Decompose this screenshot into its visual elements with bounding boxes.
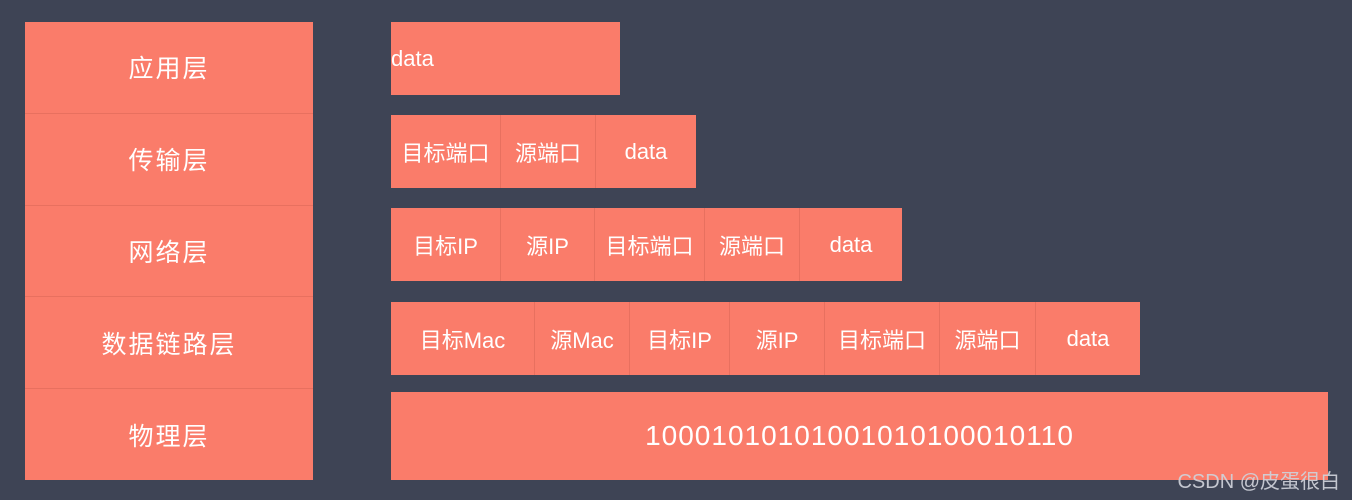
pdu-cell: data [391,22,434,95]
layer-label: 数据链路层 [101,330,237,359]
pdu-cell: 目标端口 [595,208,705,281]
pdu-cell: 源Mac [535,302,630,375]
pdu-cell-label: data [1066,325,1110,351]
pdu-cell: 目标端口 [825,302,940,375]
pdu-row-physical: 10001010101001010100010110 [391,392,1328,480]
pdu-cell-label: 源端口 [718,233,785,259]
pdu-cell: 源端口 [705,208,800,281]
pdu-cell-label: 源IP [526,233,569,259]
pdu-cell: 源端口 [501,115,596,188]
pdu-cell: 源IP [730,302,825,375]
pdu-cell-label: 目标IP [413,233,478,259]
pdu-row-transport: 目标端口 源端口 data [391,115,696,188]
pdu-cell-label: data [624,138,668,164]
layer-label: 应用层 [128,55,210,84]
layer-label: 物理层 [128,422,210,451]
pdu-cell-label: data [829,231,873,257]
pdu-cell-label: 目标Mac [419,327,506,353]
layer-label: 网络层 [128,238,210,267]
pdu-cell-label: 目标端口 [837,327,926,353]
layer-stack: 应用层 传输层 网络层 数据链路层 物理层 [25,22,313,480]
pdu-cell-label: 目标端口 [401,140,490,166]
bitstream-label: 10001010101001010100010110 [645,420,1074,451]
layer-cell-application: 应用层 [25,22,313,114]
layer-cell-network: 网络层 [25,206,313,298]
pdu-cell: data [800,208,902,281]
watermark: CSDN @皮蛋很白 [1177,471,1340,493]
pdu-row-network: 目标IP 源IP 目标端口 源端口 data [391,208,902,281]
pdu-row-datalink: 目标Mac 源Mac 目标IP 源IP 目标端口 源端口 data [391,302,1140,375]
pdu-row-application: data [391,22,620,95]
pdu-cell: 目标IP [630,302,730,375]
layer-cell-transport: 传输层 [25,114,313,206]
layer-label: 传输层 [128,147,210,176]
layer-cell-physical: 物理层 [25,389,313,480]
pdu-cell-bitstream: 10001010101001010100010110 [391,392,1328,480]
pdu-cell-label: 目标IP [647,327,712,353]
pdu-cell-label: 目标端口 [605,233,694,259]
pdu-cell: 目标端口 [391,115,501,188]
pdu-cell: 目标IP [391,208,501,281]
pdu-cell: 源端口 [940,302,1036,375]
pdu-cell: data [596,115,696,188]
pdu-cell: data [1036,302,1140,375]
pdu-cell-label: 源端口 [954,327,1021,353]
pdu-cell-label: 源端口 [514,140,581,166]
pdu-cell-label: 源Mac [550,327,614,353]
pdu-cell: 目标Mac [391,302,535,375]
pdu-cell: 源IP [501,208,595,281]
layer-cell-datalink: 数据链路层 [25,297,313,390]
pdu-cell-label: 源IP [755,327,799,353]
pdu-cell-label: data [391,45,434,71]
